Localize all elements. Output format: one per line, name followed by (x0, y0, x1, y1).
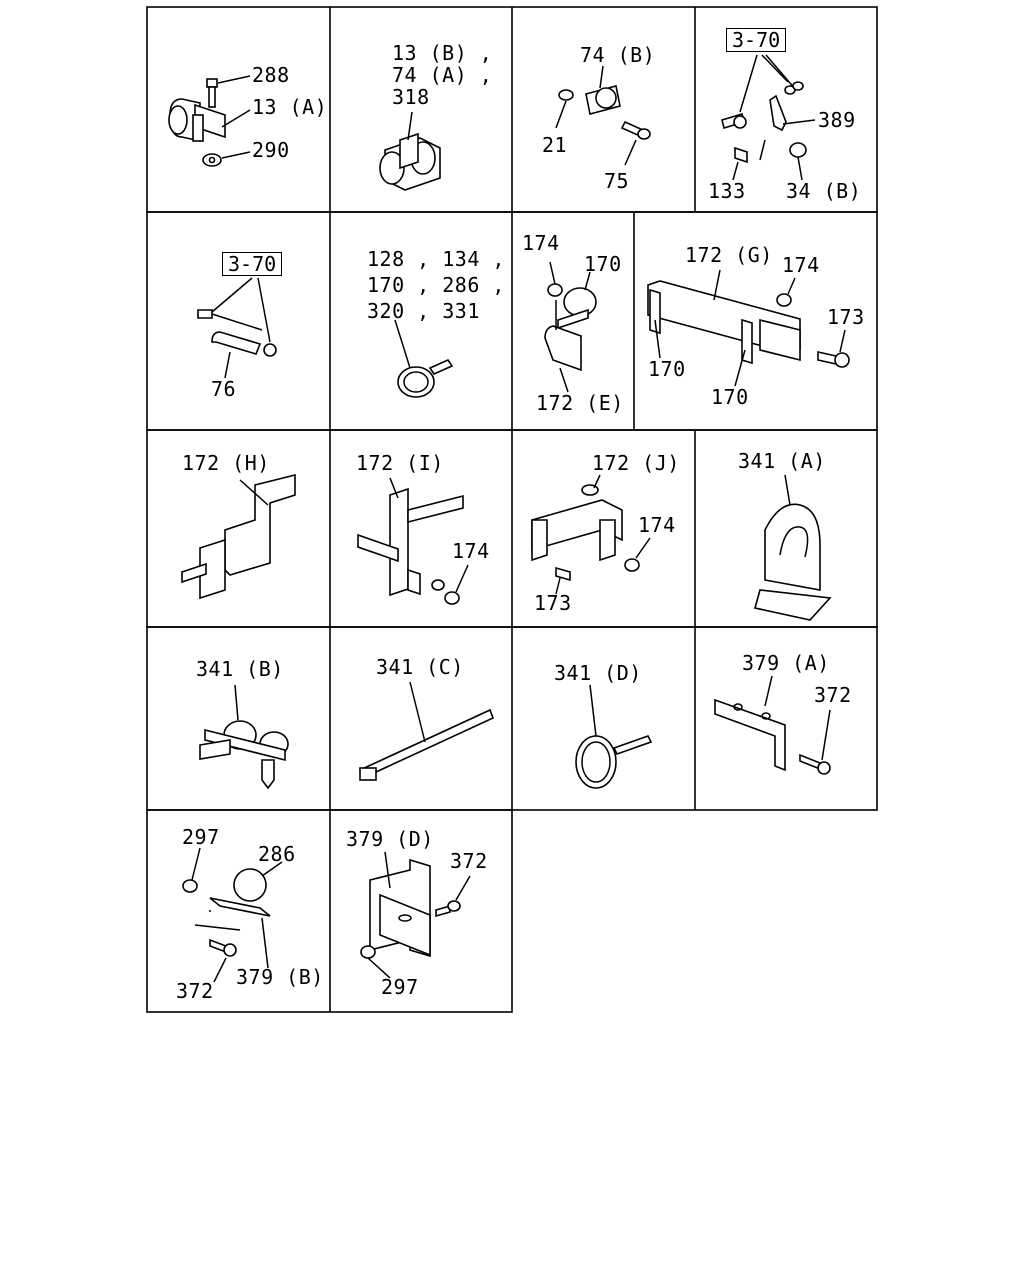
grid-lines (146, 6, 878, 1013)
bracket-389-drawing (721, 54, 816, 181)
label-174-g: 174 (782, 253, 820, 277)
bracket-172h-drawing (181, 473, 296, 600)
label-297-d: 297 (381, 975, 419, 999)
label-34b: 34 (B) (786, 179, 862, 203)
label-21: 21 (542, 133, 568, 157)
label-75: 75 (604, 169, 630, 193)
label-174-e: 174 (522, 231, 560, 255)
label-389: 389 (818, 108, 856, 132)
clip-13a-drawing (168, 75, 251, 167)
label-174-i: 174 (452, 539, 490, 563)
label-341c: 341 (C) (376, 655, 464, 679)
label-341d: 341 (D) (554, 661, 642, 685)
label-379a: 379 (A) (742, 651, 830, 675)
label-297-b: 297 (182, 825, 220, 849)
label-133: 133 (708, 179, 746, 203)
clip-76-drawing (197, 277, 277, 379)
label-341a: 341 (A) (738, 449, 826, 473)
label-172e: 172 (E) (536, 391, 624, 415)
ref-box-3-70-b[interactable]: 3-70 (222, 252, 283, 276)
label-372-d: 372 (450, 849, 488, 873)
label-341b: 341 (B) (196, 657, 284, 681)
cable-tie-341c-drawing (358, 681, 495, 781)
label-372-b: 372 (176, 979, 214, 1003)
label-286-b: 286 (258, 842, 296, 866)
clip-341a-drawing (754, 474, 832, 621)
label-174-j: 174 (638, 513, 676, 537)
bracket-379b-drawing (182, 847, 283, 983)
label-379d: 379 (D) (346, 827, 434, 851)
label-173-g: 173 (827, 305, 865, 329)
label-clamp-list: 128 , 134 , 170 , 286 , 320 , 331 (367, 247, 505, 323)
bracket-172e-drawing (544, 261, 597, 393)
label-172j: 172 (J) (592, 451, 680, 475)
clip-341b-drawing (199, 684, 289, 790)
ref-box-3-70-a[interactable]: 3-70 (726, 28, 787, 52)
bracket-172g-drawing (647, 269, 850, 387)
label-372-a: 372 (814, 683, 852, 707)
bracket-379d-drawing (360, 851, 471, 979)
label-170-g2: 170 (711, 385, 749, 409)
label-13b-74a-318: 13 (B) , 74 (A) , 318 (392, 41, 493, 109)
clip-13b-drawing (379, 111, 441, 191)
label-74b: 74 (B) (580, 43, 656, 67)
bracket-172i-drawing (357, 477, 469, 605)
clamp-341d-drawing (575, 684, 653, 789)
label-170-g1: 170 (648, 357, 686, 381)
bracket-379a-drawing (714, 675, 831, 775)
label-288: 288 (252, 63, 290, 87)
label-172h: 172 (H) (182, 451, 270, 475)
label-170-e: 170 (584, 252, 622, 276)
clip-74b-drawing (555, 65, 651, 166)
bracket-172j-drawing (531, 474, 651, 595)
label-173-j: 173 (534, 591, 572, 615)
label-13a: 13 (A) (252, 95, 328, 119)
clamp-band-drawing (394, 319, 454, 398)
label-172i: 172 (I) (356, 451, 444, 475)
label-379b: 379 (B) (236, 965, 324, 989)
label-290: 290 (252, 138, 290, 162)
label-76: 76 (211, 377, 237, 401)
label-172g: 172 (G) (685, 243, 773, 267)
